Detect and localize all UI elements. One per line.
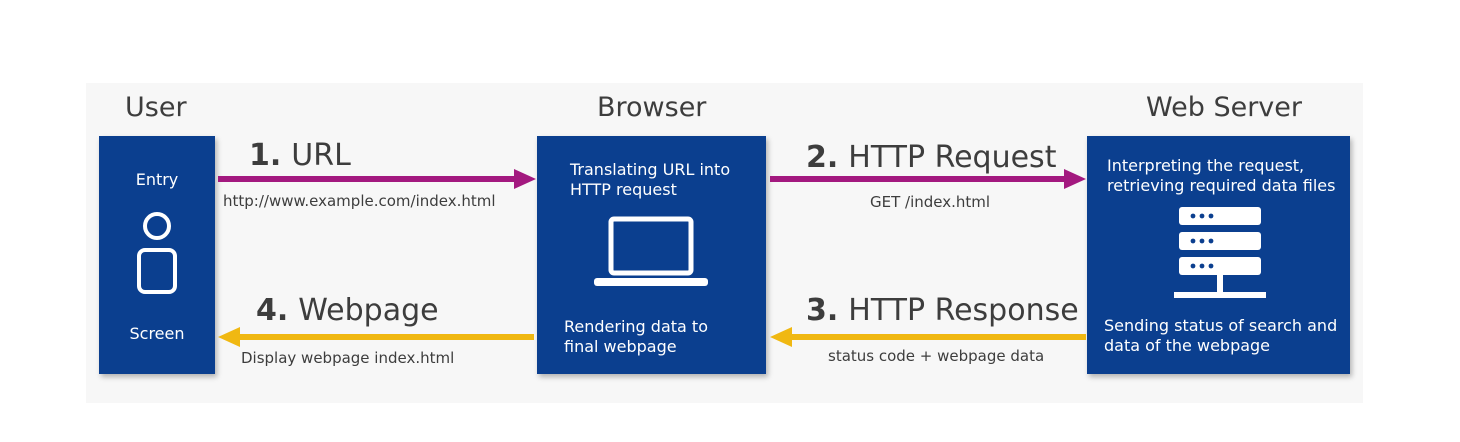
step-4-arrow xyxy=(238,334,534,340)
step-1-detail: http://www.example.com/index.html xyxy=(223,192,496,210)
step-1-arrow xyxy=(218,176,516,182)
server-box: Interpreting the request, retrieving req… xyxy=(1087,136,1350,374)
browser-top-line2: HTTP request xyxy=(570,180,677,199)
step-4-label: 4. Webpage xyxy=(256,293,439,328)
step-3-arrowhead xyxy=(770,327,792,347)
server-bottom-line1: Sending status of search and xyxy=(1104,316,1338,335)
browser-bottom-line2: final webpage xyxy=(564,337,677,356)
step-4-arrowhead xyxy=(218,327,240,347)
server-bottom-line2: data of the webpage xyxy=(1104,336,1271,355)
step-4-number: 4. xyxy=(256,293,289,328)
step-2-arrowhead xyxy=(1064,169,1086,189)
server-heading: Web Server xyxy=(1146,92,1302,123)
step-3-number: 3. xyxy=(806,293,839,328)
step-4-detail: Display webpage index.html xyxy=(241,349,455,367)
step-3-label: 3. HTTP Response xyxy=(806,293,1079,328)
step-2-arrow xyxy=(770,176,1066,182)
step-3-text: HTTP Response xyxy=(848,293,1079,328)
step-2-detail: GET /index.html xyxy=(870,193,991,211)
server-top-line1: Interpreting the request, xyxy=(1107,156,1305,175)
server-icon xyxy=(1174,207,1266,298)
step-1-arrowhead xyxy=(514,169,536,189)
step-4-text: Webpage xyxy=(298,293,439,328)
user-box: Entry Screen xyxy=(99,136,215,374)
browser-bottom-line1: Rendering data to xyxy=(564,317,708,336)
step-2-label: 2. HTTP Request xyxy=(806,140,1056,175)
user-entry-label: Entry xyxy=(135,170,179,189)
step-1-text: URL xyxy=(291,138,351,173)
step-2-text: HTTP Request xyxy=(848,140,1057,175)
user-icon xyxy=(137,212,177,294)
step-3-arrow xyxy=(790,334,1086,340)
browser-top-line1: Translating URL into xyxy=(570,160,731,179)
step-2-number: 2. xyxy=(806,140,839,175)
browser-heading: Browser xyxy=(597,92,707,123)
server-top-line2: retrieving required data files xyxy=(1107,176,1336,195)
browser-box: Translating URL into HTTP request Render… xyxy=(537,136,766,374)
laptop-icon xyxy=(594,216,708,286)
step-1-label: 1. URL xyxy=(249,138,351,173)
user-heading: User xyxy=(125,92,187,123)
step-1-number: 1. xyxy=(249,138,282,173)
user-screen-label: Screen xyxy=(129,324,185,343)
step-3-detail: status code + webpage data xyxy=(828,347,1045,365)
